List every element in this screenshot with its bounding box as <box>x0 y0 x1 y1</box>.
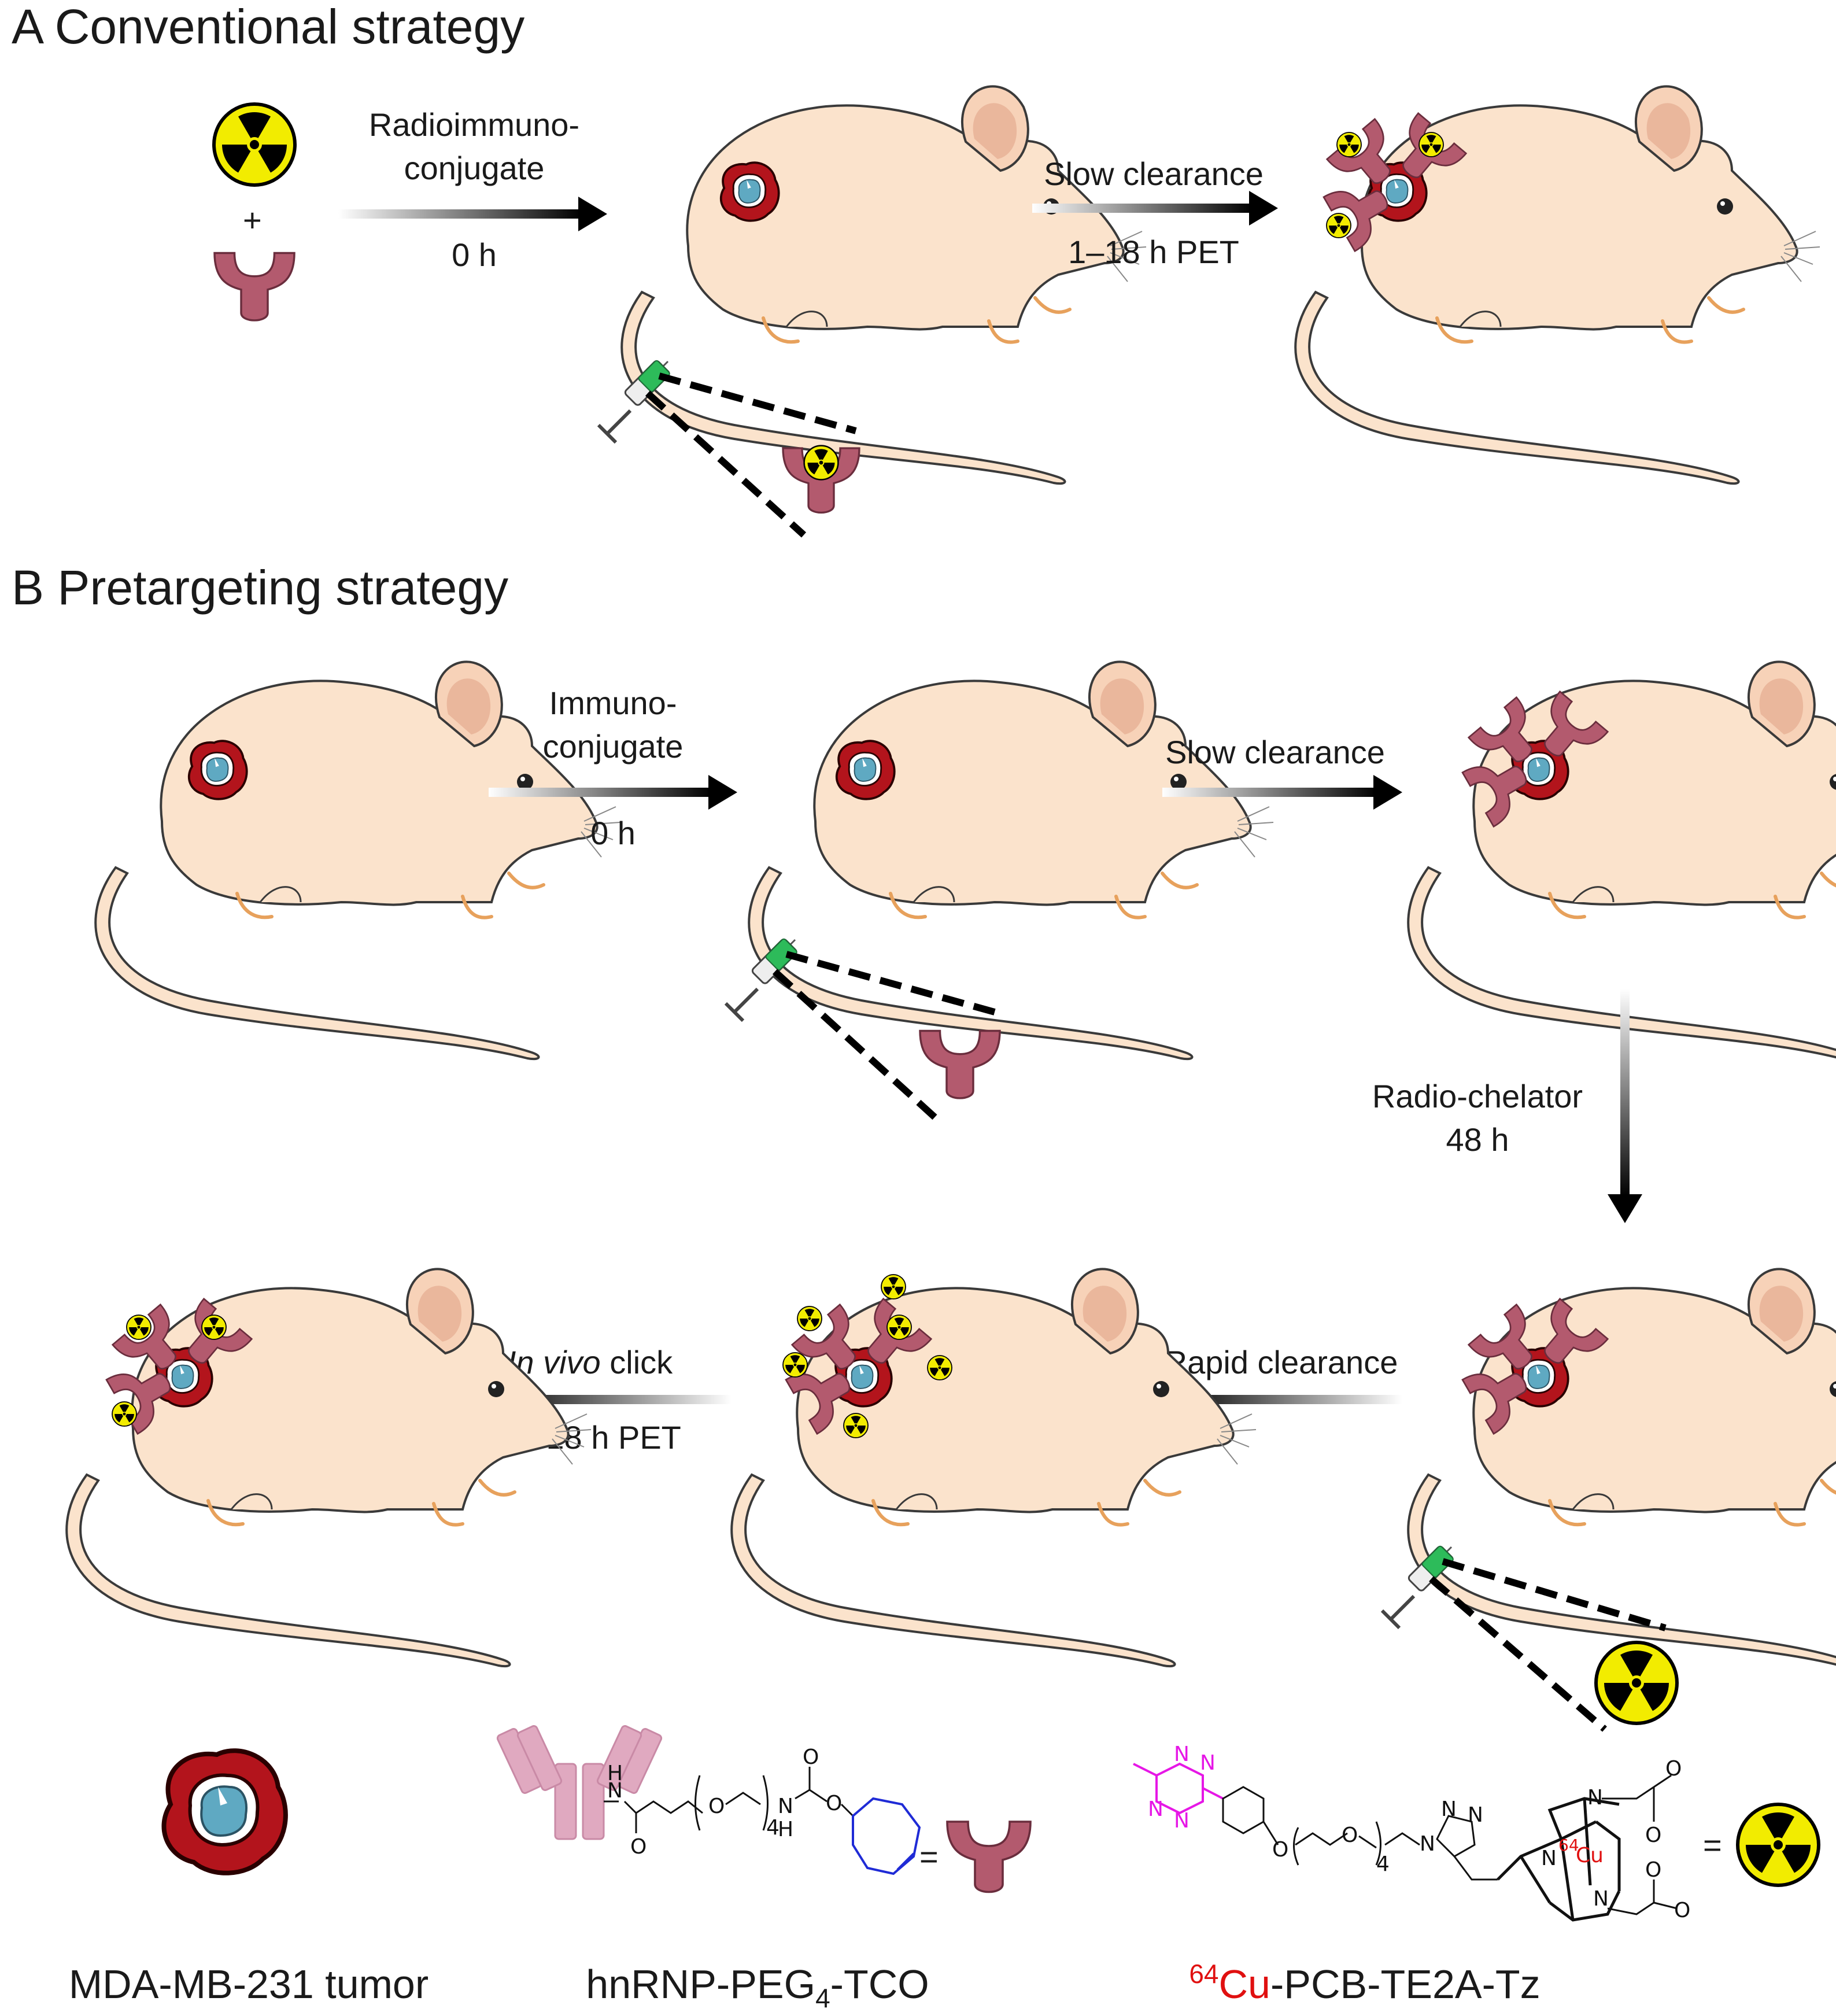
b-step2-label: Slow clearance <box>1165 734 1385 770</box>
radionuclide-icon <box>112 1401 137 1427</box>
chem-o: O <box>1665 1757 1682 1781</box>
tumor-a1 <box>719 161 780 222</box>
chem-h: H <box>607 1762 623 1785</box>
chem-o: O <box>1674 1899 1690 1922</box>
triazole-ring <box>1436 1815 1476 1858</box>
radionuclide-icon <box>927 1355 952 1380</box>
chem-cu-sup: 64 <box>1558 1836 1579 1855</box>
mouse-b2 <box>749 662 1273 1059</box>
y-antibody-icon <box>496 1725 663 1840</box>
chem-o: O <box>1645 1823 1661 1847</box>
antibody-icon <box>919 1029 1001 1099</box>
tumor-legend-label: MDA-MB-231 tumor <box>69 1962 428 2007</box>
radionuclide-icon <box>1418 132 1444 157</box>
syringe-b2 <box>1382 1545 1677 1732</box>
chem-o: O <box>630 1835 647 1859</box>
mouse-b4 <box>1408 1269 1836 1666</box>
chem-n: N <box>607 1779 623 1803</box>
chem-n: N <box>1593 1887 1609 1911</box>
b-step4-label: Rapid clearance <box>1164 1344 1398 1380</box>
radionuclide-icon <box>201 1315 227 1340</box>
radionuclide-icon <box>782 1352 808 1378</box>
b-step1-line1: Immuno- <box>549 685 677 721</box>
antibody-icon <box>946 1821 1032 1893</box>
syringe-a <box>599 360 860 538</box>
chem-o: O <box>1342 1823 1358 1847</box>
chem-n: N <box>778 1795 793 1818</box>
chem-o: O <box>1272 1838 1288 1862</box>
chem-n: N <box>1468 1803 1483 1827</box>
a-step2-label: Slow clearance <box>1044 156 1264 192</box>
chem-n: N <box>1200 1751 1216 1775</box>
chem-n: N <box>1174 1742 1189 1766</box>
chem-h: H <box>778 1818 793 1841</box>
tumor-b1 <box>187 740 248 800</box>
radionuclide-icon <box>797 1306 822 1331</box>
tumor-legend-icon <box>164 1751 285 1873</box>
equals-sign: = <box>919 1838 939 1875</box>
mouse-b1 <box>95 662 620 1059</box>
radionuclide-icon <box>1596 1642 1677 1723</box>
tumor-b2 <box>835 740 896 800</box>
chem-n: N <box>1587 1786 1603 1810</box>
equals-sign: = <box>1703 1827 1722 1863</box>
radionuclide-icon <box>881 1274 906 1299</box>
a-step1-time: 0 h <box>452 237 497 273</box>
plus-sign: + <box>243 202 262 238</box>
ab-tco-structure: N H O O 4 N H O O <box>496 1725 921 1875</box>
chem-o: O <box>1645 1858 1661 1882</box>
chelator-legend-label: 64Cu-PCB-TE2A-Tz <box>1189 1959 1540 2007</box>
b-step3-time: 48 h <box>1446 1121 1509 1158</box>
chem-four: 4 <box>1376 1852 1390 1876</box>
panel-b-heading: B Pretargeting strategy <box>12 560 508 615</box>
chem-n: N <box>1441 1797 1457 1821</box>
phenyl-ring <box>1222 1786 1265 1834</box>
tetrazine-ring <box>1133 1762 1224 1815</box>
radionuclide-icon <box>1326 213 1351 238</box>
b-step1-time: 0 h <box>590 815 636 851</box>
chem-n: N <box>1148 1797 1163 1821</box>
b-arrow-3 <box>1608 989 1642 1223</box>
chem-n: N <box>1541 1847 1557 1870</box>
panel-a-heading: A Conventional strategy <box>12 0 524 54</box>
radionuclide-icon <box>126 1315 152 1340</box>
radionuclide-icon <box>886 1315 912 1340</box>
radionuclide-icon <box>214 104 295 185</box>
a-arrow-1 <box>338 197 607 231</box>
radionuclide-icon <box>1336 132 1362 157</box>
a-step1-line2: conjugate <box>404 150 545 186</box>
cage-ligand <box>1497 1797 1621 1922</box>
a-step1-line1: Radioimmuno- <box>369 106 579 143</box>
chem-o: O <box>708 1795 725 1818</box>
chem-n: N <box>1420 1832 1435 1856</box>
chem-o: O <box>803 1745 819 1769</box>
b-step5-label: In vivo click <box>507 1344 673 1380</box>
chem-n: N <box>1174 1809 1189 1833</box>
b-arrow-2 <box>1162 775 1402 810</box>
b-step3-label: Radio-chelator <box>1372 1078 1583 1114</box>
b-step1-line2: conjugate <box>543 728 684 765</box>
chem-cu: Cu <box>1576 1844 1604 1867</box>
chem-four: 4 <box>766 1816 780 1840</box>
chem-o: O <box>826 1792 842 1815</box>
mouse-a1 <box>622 86 1146 483</box>
b-arrow-1 <box>489 775 737 810</box>
a-arrow-2 <box>1032 191 1278 226</box>
chelator-structure: N N N N O O 4 N N N N N N 64 Cu <box>1133 1742 1690 1922</box>
radionuclide-icon <box>1738 1804 1819 1885</box>
radionuclide-icon <box>843 1413 869 1438</box>
conjugate-legend-label: hnRNP-PEG4-TCO <box>586 1962 929 2013</box>
syringe-b <box>726 938 1001 1122</box>
radionuclide-icon <box>803 445 839 481</box>
a-step2-time: 1–18 h PET <box>1068 234 1239 270</box>
antibody-icon <box>213 252 295 322</box>
